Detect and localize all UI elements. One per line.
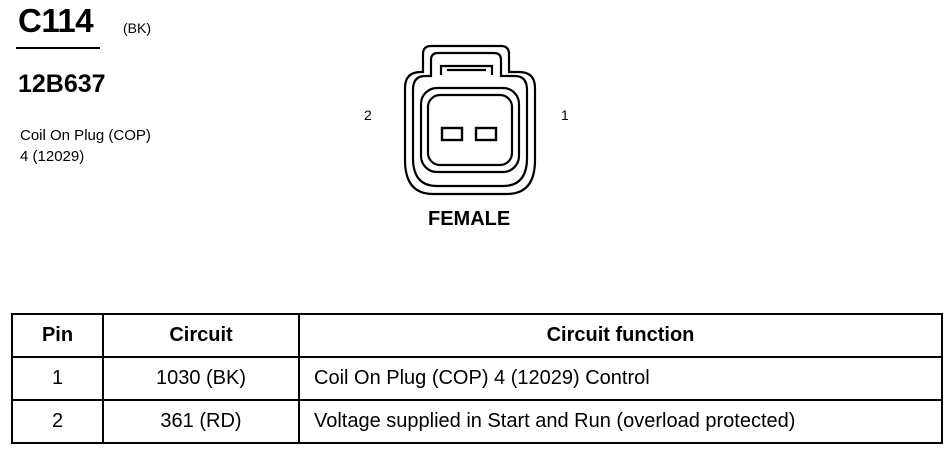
pin-table: Pin Circuit Circuit function 1 1030 (BK)… xyxy=(11,313,943,444)
connector-cavity xyxy=(419,86,521,174)
title-underline xyxy=(16,47,100,49)
connector-inner-housing xyxy=(411,51,529,188)
part-number: 12B637 xyxy=(18,70,106,98)
terminal-1 xyxy=(474,126,498,142)
pin-label-left: 2 xyxy=(364,107,372,123)
cell-function: Coil On Plug (COP) 4 (12029) Control xyxy=(298,356,943,401)
connector-description-line1: Coil On Plug (COP) xyxy=(20,127,151,144)
header-circuit: Circuit xyxy=(102,313,300,358)
table-row: 1 1030 (BK) Coil On Plug (COP) 4 (12029)… xyxy=(11,356,943,401)
cell-pin: 2 xyxy=(11,399,104,444)
table-row: 2 361 (RD) Voltage supplied in Start and… xyxy=(11,399,943,444)
pin-label-right: 1 xyxy=(561,107,569,123)
connector-description-line2: 4 (12029) xyxy=(20,148,85,165)
connector-latch xyxy=(439,64,494,75)
header-pin: Pin xyxy=(11,313,104,358)
terminal-2 xyxy=(440,126,464,142)
cell-pin: 1 xyxy=(11,356,104,401)
connector-gender-label: FEMALE xyxy=(428,208,511,230)
cell-function: Voltage supplied in Start and Run (overl… xyxy=(298,399,943,444)
connector-color: (BK) xyxy=(123,20,151,36)
cell-circuit: 1030 (BK) xyxy=(102,356,300,401)
connector-face-diagram xyxy=(403,44,537,196)
header-circuit-function: Circuit function xyxy=(298,313,943,358)
connector-outer-housing xyxy=(403,44,537,196)
table-header-row: Pin Circuit Circuit function xyxy=(11,313,943,358)
connector-id: C114 xyxy=(18,2,94,39)
cell-circuit: 361 (RD) xyxy=(102,399,300,444)
